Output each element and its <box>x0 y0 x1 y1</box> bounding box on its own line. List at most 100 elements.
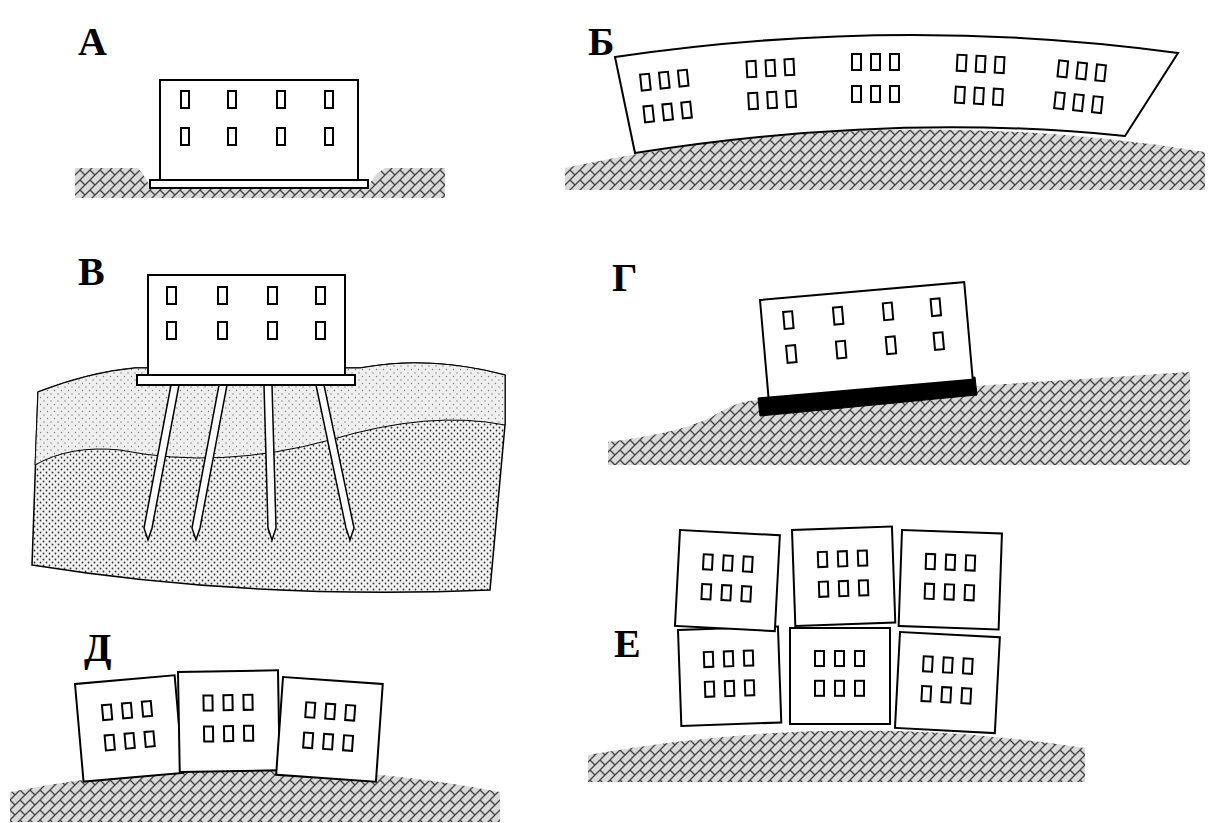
pile <box>264 385 276 540</box>
window <box>303 733 313 749</box>
window <box>181 128 189 145</box>
window <box>325 128 333 145</box>
window <box>946 555 956 570</box>
window <box>1073 94 1084 111</box>
window <box>659 72 670 89</box>
building <box>895 632 1000 733</box>
window <box>643 106 654 123</box>
drawing <box>10 35 1205 822</box>
window <box>204 726 213 741</box>
window <box>323 734 333 750</box>
window <box>748 93 758 109</box>
window <box>767 92 777 108</box>
window <box>941 687 951 702</box>
window <box>705 682 715 697</box>
window <box>815 681 824 696</box>
window <box>961 688 971 703</box>
window <box>744 650 754 665</box>
window <box>815 651 824 666</box>
window <box>345 705 355 721</box>
window <box>955 87 965 103</box>
window <box>662 104 673 121</box>
window <box>835 681 844 696</box>
window <box>678 70 689 87</box>
window <box>852 86 861 102</box>
window <box>223 695 232 710</box>
window <box>1076 62 1087 79</box>
building <box>760 282 973 397</box>
panel-letter: Г <box>612 258 637 298</box>
window <box>836 341 846 359</box>
window <box>743 556 753 571</box>
window <box>228 128 236 145</box>
building <box>792 527 895 626</box>
building <box>160 80 358 180</box>
window <box>838 551 848 566</box>
window <box>957 55 967 71</box>
window <box>316 322 325 339</box>
window <box>122 703 132 719</box>
window <box>1058 60 1069 77</box>
window <box>640 74 651 91</box>
building <box>276 677 383 782</box>
window <box>926 554 936 569</box>
window <box>852 54 861 70</box>
window <box>995 57 1005 73</box>
panel-letter: Д <box>84 628 112 668</box>
window <box>784 59 794 75</box>
building <box>276 677 383 782</box>
window <box>723 555 733 570</box>
window <box>125 733 135 749</box>
window <box>886 336 896 354</box>
window <box>102 704 112 720</box>
window <box>228 91 236 108</box>
pile <box>192 385 227 540</box>
pile <box>144 385 179 540</box>
window <box>181 91 189 108</box>
panel-letter: А <box>78 22 107 62</box>
window <box>343 735 353 751</box>
window <box>325 91 333 108</box>
window <box>786 91 796 107</box>
panel-letter: Б <box>588 22 614 62</box>
building <box>899 530 1002 629</box>
window <box>244 726 253 741</box>
building <box>675 530 780 631</box>
building <box>790 628 890 724</box>
window <box>818 552 828 567</box>
window <box>316 287 325 304</box>
building <box>178 670 280 772</box>
window <box>224 726 233 741</box>
window <box>871 86 880 102</box>
window <box>243 695 252 710</box>
panel-letter: Е <box>614 624 641 664</box>
window <box>203 695 212 710</box>
window <box>1092 96 1103 113</box>
window <box>765 60 775 76</box>
window <box>890 86 899 102</box>
window <box>167 322 176 339</box>
foundation-slab <box>137 375 355 385</box>
building <box>790 628 890 724</box>
window <box>701 584 711 599</box>
window <box>835 651 844 666</box>
window <box>144 731 154 747</box>
building <box>678 627 781 726</box>
window <box>268 322 277 339</box>
soil-lower <box>32 363 505 592</box>
window <box>783 311 793 329</box>
window <box>305 702 315 718</box>
panel-letter: В <box>78 252 105 292</box>
window <box>993 89 1003 105</box>
building <box>899 530 1002 629</box>
window <box>963 658 973 673</box>
window <box>855 651 864 666</box>
building <box>678 627 781 726</box>
window <box>931 298 941 316</box>
window <box>859 580 869 595</box>
window <box>965 585 975 600</box>
window <box>721 585 731 600</box>
window <box>142 701 152 717</box>
window <box>934 332 944 350</box>
